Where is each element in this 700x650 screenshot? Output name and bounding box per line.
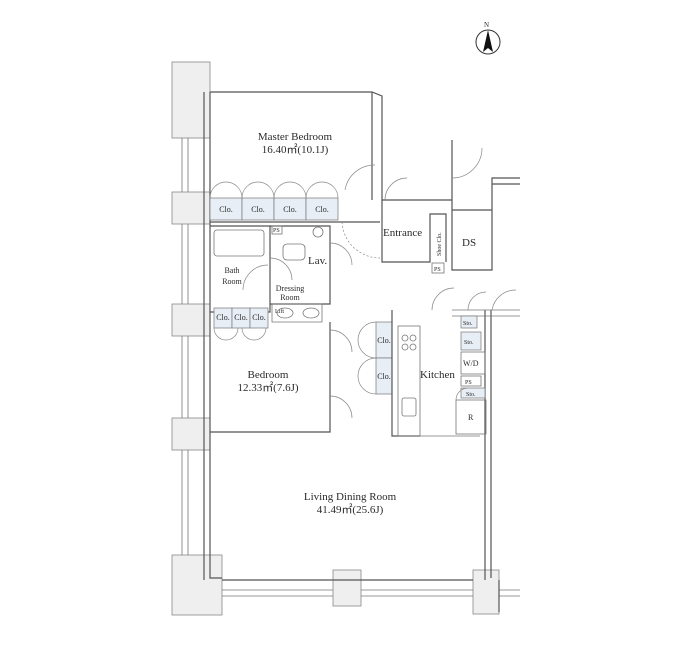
ps-box bbox=[460, 375, 482, 387]
kitchen-sink bbox=[401, 397, 417, 417]
ds-label: DS bbox=[462, 237, 476, 249]
labels: Master Bedroom 16.40㎡(10.1J) Clo. Clo. C… bbox=[216, 131, 479, 516]
entrance-label: Entrance bbox=[383, 227, 422, 239]
ps-box bbox=[271, 225, 283, 235]
bedroom-name: Bedroom bbox=[248, 369, 289, 381]
closet bbox=[249, 307, 269, 329]
shoe-clo-label: Shoe Clo. bbox=[437, 232, 443, 256]
column bbox=[472, 569, 500, 615]
compass: N bbox=[475, 21, 501, 55]
ps-box bbox=[431, 262, 445, 274]
sto-label: Sto. bbox=[463, 321, 473, 327]
fridge bbox=[455, 399, 487, 435]
master-bedroom-name: Master Bedroom bbox=[258, 131, 333, 143]
master-closets bbox=[209, 181, 380, 223]
north-arrow-icon bbox=[483, 30, 493, 52]
clo-label: Clo. bbox=[251, 205, 265, 214]
r-label: R bbox=[468, 413, 474, 422]
clo-label: Clo. bbox=[377, 336, 391, 345]
basin bbox=[302, 307, 320, 319]
windows bbox=[181, 138, 520, 597]
clo-label: Clo. bbox=[216, 313, 230, 322]
kitchen-counter bbox=[397, 325, 421, 437]
sto-label: Sto. bbox=[466, 392, 476, 398]
closet bbox=[305, 197, 339, 221]
clo-label: Clo. bbox=[377, 372, 391, 381]
clo-label: Clo. bbox=[315, 205, 329, 214]
bathtub bbox=[213, 229, 265, 257]
sto-label: Sto. bbox=[464, 340, 474, 346]
wd-label: W/D bbox=[463, 359, 479, 368]
lift-label: Lift bbox=[275, 308, 284, 315]
left-columns bbox=[171, 61, 500, 616]
wd-box bbox=[460, 351, 486, 375]
dressing-label-line1: Dressing bbox=[276, 284, 304, 293]
sto-box bbox=[460, 331, 482, 351]
column bbox=[171, 554, 223, 616]
dressing-label-line2: Room bbox=[280, 293, 300, 302]
bedroom-closets bbox=[210, 307, 331, 433]
toilet bbox=[282, 243, 306, 261]
lav-sink bbox=[312, 226, 324, 238]
bedroom-area: 12.33㎡(7.6J) bbox=[237, 381, 298, 394]
clo-label: Clo. bbox=[219, 205, 233, 214]
bath-label-line2: Room bbox=[222, 277, 242, 286]
kitchen-label: Kitchen bbox=[420, 369, 455, 381]
sto-box bbox=[460, 387, 486, 399]
clo-label: Clo. bbox=[252, 313, 266, 322]
sto-box bbox=[460, 315, 478, 329]
clo-label: Clo. bbox=[234, 313, 248, 322]
master-bedroom-area: 16.40㎡(10.1J) bbox=[262, 143, 329, 156]
ps-label: PS bbox=[465, 380, 472, 386]
ps-label: PS bbox=[273, 228, 280, 234]
living-name: Living Dining Room bbox=[304, 491, 397, 503]
ps-label: PS bbox=[434, 267, 441, 273]
bath-label-line1: Bath bbox=[224, 266, 239, 275]
column bbox=[332, 569, 362, 607]
living-area: 41.49㎡(25.6J) bbox=[317, 503, 384, 516]
clo-label: Clo. bbox=[283, 205, 297, 214]
basin bbox=[276, 307, 294, 319]
north-label: N bbox=[484, 21, 489, 29]
lav-label: Lav. bbox=[308, 255, 327, 267]
kitchen-fixtures bbox=[397, 315, 487, 437]
